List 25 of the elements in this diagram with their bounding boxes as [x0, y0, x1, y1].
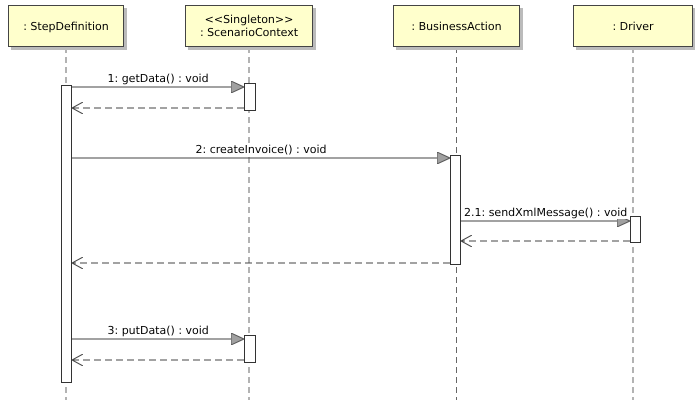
lifeline-name: : BusinessAction: [411, 20, 502, 32]
lifeline-name: : ScenarioContext: [200, 26, 298, 39]
lifeline-head: [185, 5, 313, 47]
lifeline-head: [8, 5, 124, 47]
lifeline-name: : StepDefinition: [23, 20, 109, 32]
message-label: 3: putData() : void: [106, 324, 210, 337]
message-label: 2.1: sendXmlMessage() : void: [463, 206, 628, 219]
lifeline-name: : Driver: [612, 20, 654, 32]
activation-bar: [244, 335, 256, 363]
activation-bar: [244, 83, 256, 111]
lifeline-head: [573, 5, 693, 47]
message-label: 1: getData() : void: [106, 72, 210, 85]
return-arrow: [72, 102, 244, 114]
lifeline-name: <<Singleton>>: [204, 13, 294, 26]
return-arrow: [460, 234, 630, 248]
message-arrow: [72, 80, 244, 94]
return-arrow: [72, 354, 244, 366]
activation-bar: [450, 155, 461, 265]
return-arrow: [72, 256, 450, 270]
activation-bar: [61, 85, 72, 383]
activation-bar: [630, 216, 641, 243]
message-arrow: [72, 332, 244, 346]
lifeline-head: [393, 5, 520, 47]
message-label: 2: createInvoice() : void: [194, 143, 328, 156]
message-arrow: [72, 152, 450, 164]
